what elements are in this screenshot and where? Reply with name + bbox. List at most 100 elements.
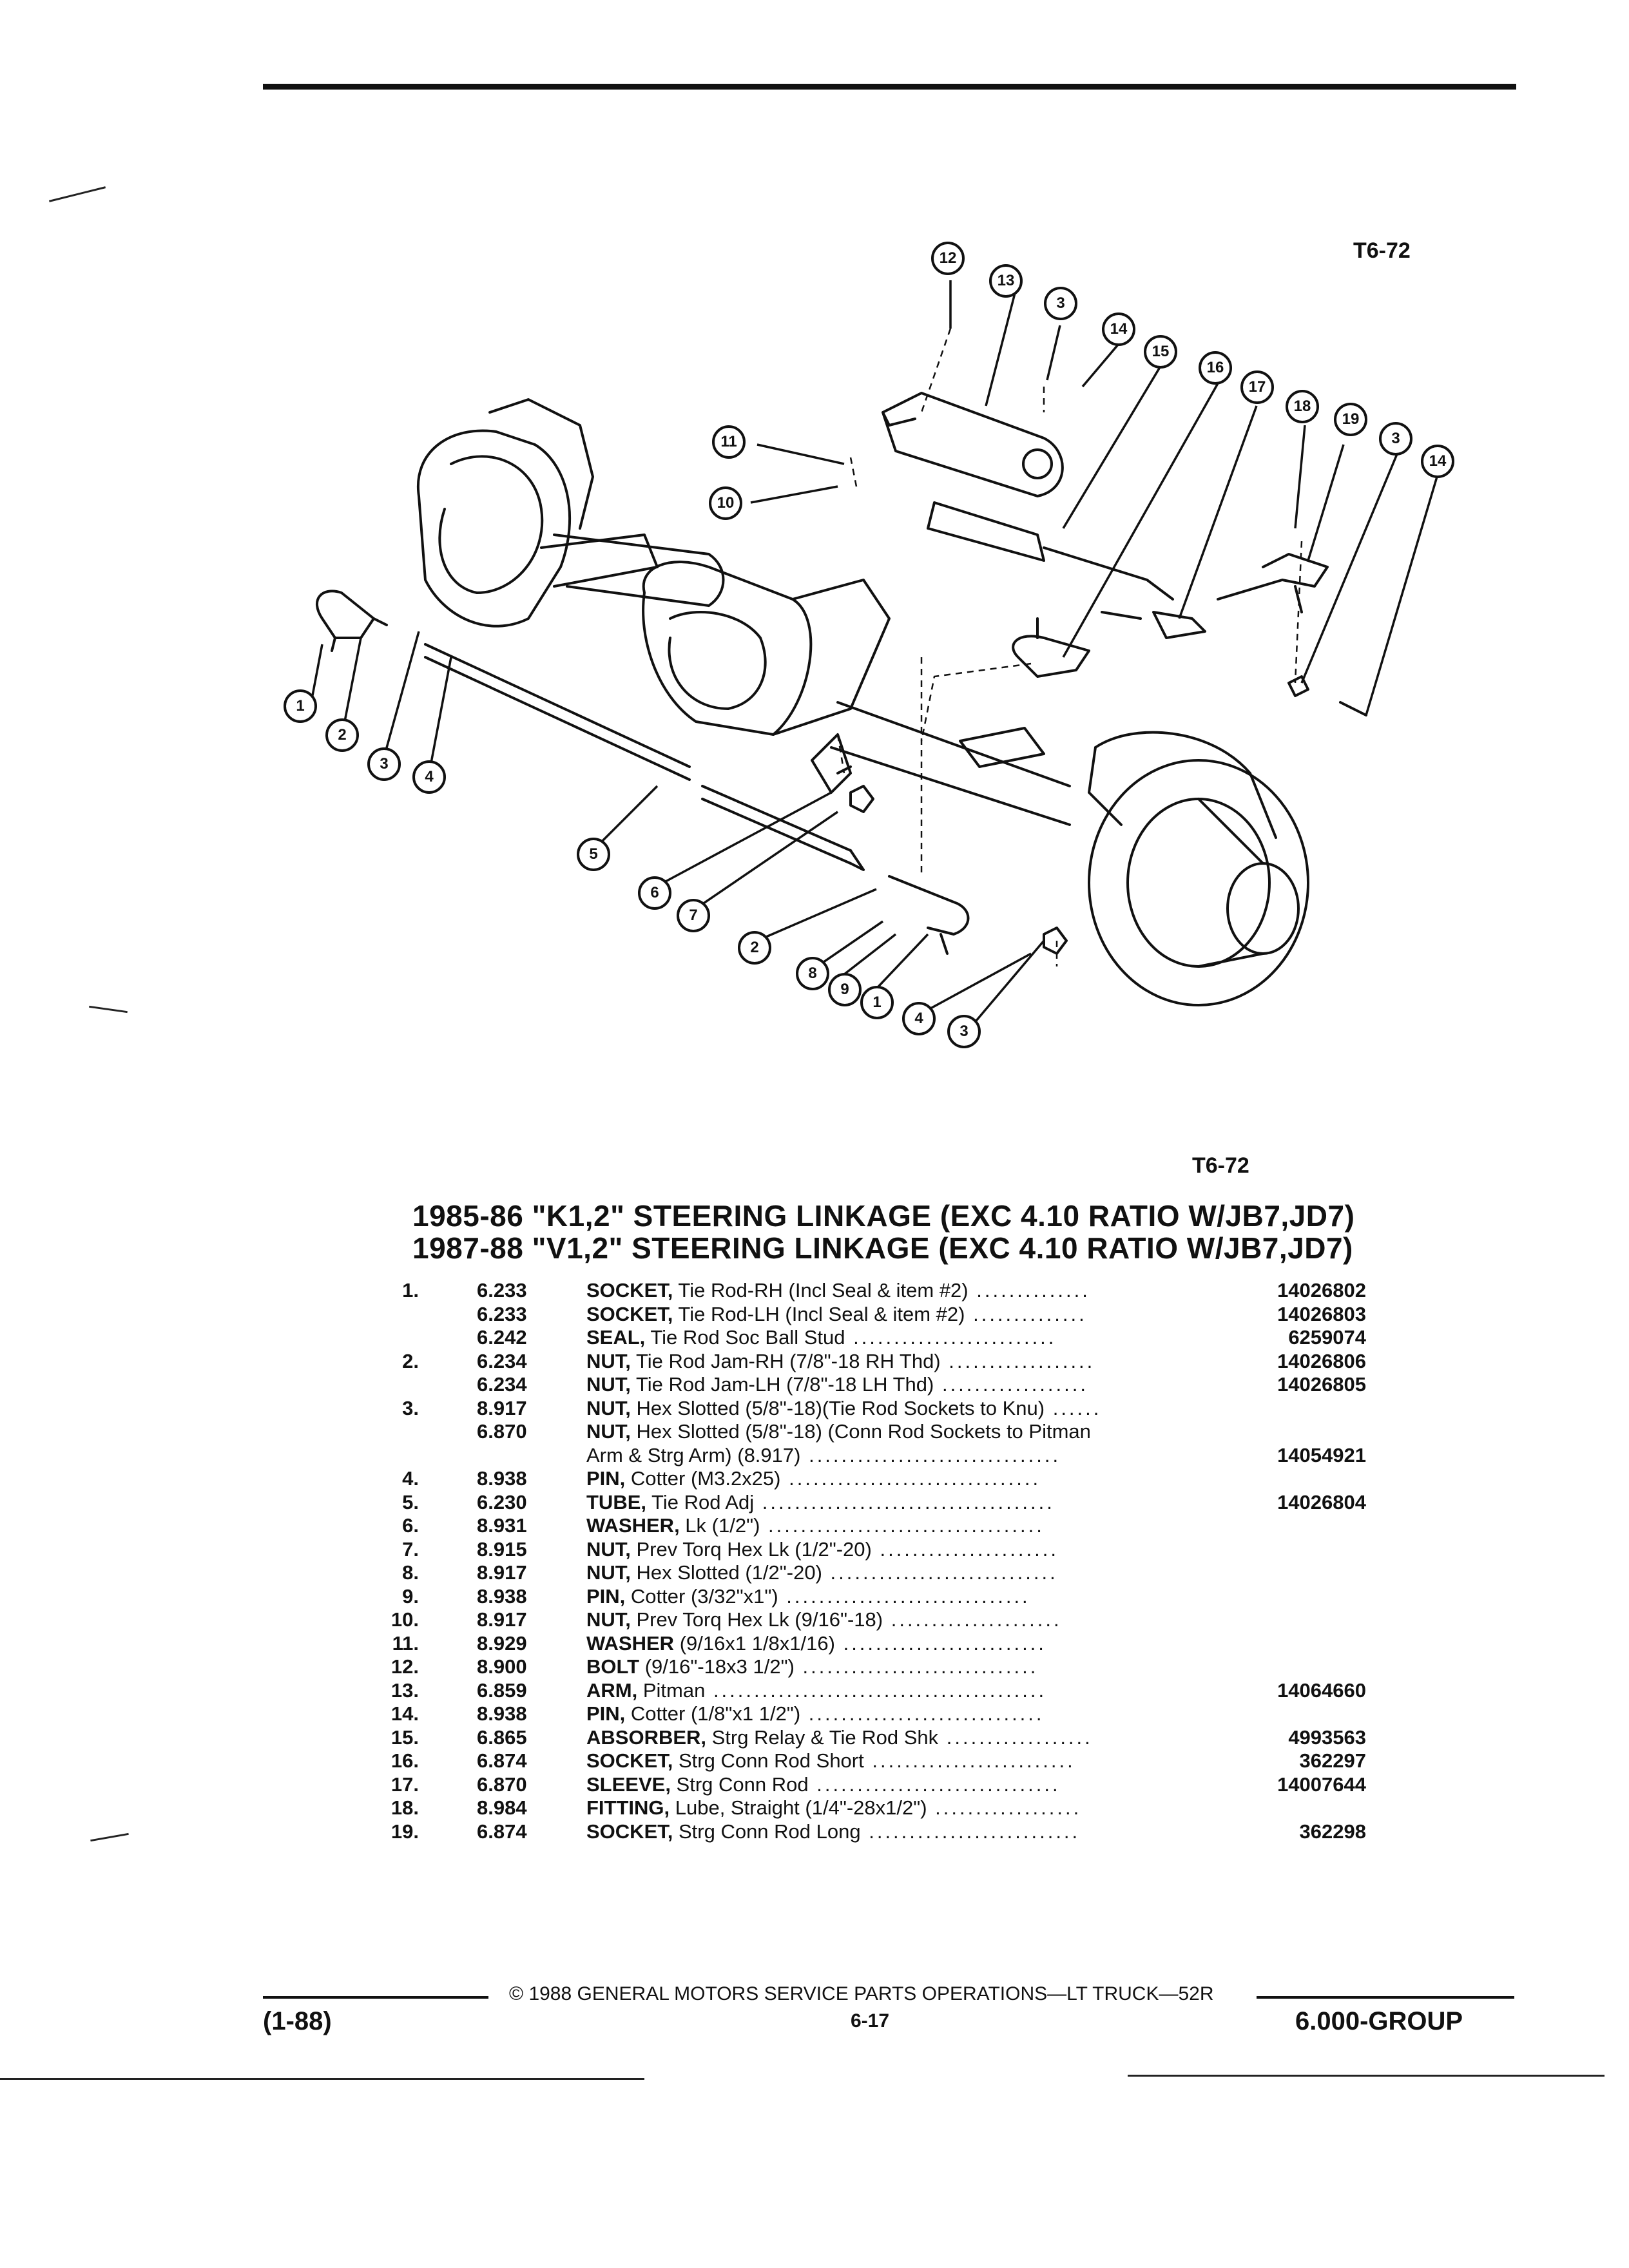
callout-layer: .co { position:absolute; width:44px; hei… <box>0 0 1629 1095</box>
part-description: PIN, Cotter (M3.2x25) ..................… <box>586 1467 1231 1490</box>
item-number: 9. <box>402 1584 419 1608</box>
part-name: NUT, <box>586 1537 631 1561</box>
callout-6: 6 <box>638 876 671 910</box>
scan-edge-line <box>1128 2075 1605 2077</box>
part-detail: (9/16"-18x3 1/2") <box>639 1655 795 1678</box>
part-detail: Strg Conn Rod Long <box>673 1820 861 1843</box>
part-detail: Cotter (3/32"x1") <box>625 1584 778 1608</box>
footer-group: 6.000-GROUP <box>1295 2007 1463 2035</box>
part-description: SOCKET, Tie Rod-LH (Incl Seal & item #2)… <box>586 1303 1231 1326</box>
part-number: 362298 <box>1299 1820 1366 1843</box>
callout-8: 8 <box>796 957 829 990</box>
conn-rod-socket-long <box>1217 553 1329 601</box>
top-rule <box>263 84 1516 90</box>
group-number: 8.984 <box>477 1796 527 1819</box>
figure-code-bottom: T6-72 <box>1192 1153 1249 1178</box>
group-number: 6.874 <box>477 1820 527 1843</box>
callout-19: 19 <box>1334 403 1367 436</box>
part-description: FITTING, Lube, Straight (1/4"-28x1/2") .… <box>586 1796 1231 1820</box>
callout-12: 12 <box>931 242 965 275</box>
leader-dots: ............................. <box>800 1702 1045 1725</box>
part-detail: Strg Conn Rod <box>670 1773 809 1796</box>
part-detail: Hex Slotted (1/2"-20) <box>630 1561 822 1584</box>
part-name: NUT, <box>586 1561 631 1584</box>
footer-date: (1-88) <box>263 2007 332 2035</box>
leader-dots: .............................. <box>778 1584 1030 1608</box>
figure-code-top: T6-72 <box>1353 238 1411 263</box>
group-number: 6.234 <box>477 1373 527 1396</box>
item-number: 1. <box>402 1279 419 1302</box>
part-detail: Prev Torq Hex Lk (1/2"-20) <box>630 1537 872 1561</box>
part-name: ARM, <box>586 1678 638 1702</box>
item-number: 17. <box>390 1773 419 1796</box>
scan-edge-line <box>0 2078 644 2080</box>
callout-5: 5 <box>577 838 610 871</box>
part-description: SOCKET, Strg Conn Rod Short ............… <box>586 1749 1231 1773</box>
item-number: 5. <box>402 1490 419 1514</box>
callout-3-right: 3 <box>1379 422 1412 456</box>
part-description: NUT, Prev Torq Hex Lk (1/2"-20) ........… <box>586 1538 1231 1561</box>
group-number: 6.859 <box>477 1678 527 1702</box>
footer-page-number: 6-17 <box>851 2010 890 2032</box>
part-description: NUT, Hex Slotted (1/2"-20) .............… <box>586 1561 1231 1584</box>
steering-absorber <box>927 501 1045 562</box>
steering-linkage-exploded-diagram <box>309 280 1438 1026</box>
part-name: SEAL, <box>586 1326 646 1349</box>
margin-mark <box>90 1832 129 1842</box>
callout-11: 11 <box>712 425 746 459</box>
group-number: 8.915 <box>477 1537 527 1561</box>
item-number: 14. <box>390 1702 419 1725</box>
callout-2-lower: 2 <box>738 931 771 965</box>
group-number: 8.931 <box>477 1514 527 1537</box>
part-name: PIN, <box>586 1702 626 1725</box>
part-description: ARM, Pitman ............................… <box>586 1679 1231 1702</box>
part-number: 362297 <box>1299 1749 1366 1772</box>
group-number: 6.242 <box>477 1326 527 1349</box>
part-description: SLEEVE, Strg Conn Rod ..................… <box>586 1773 1231 1796</box>
item-number: 15. <box>390 1725 419 1749</box>
part-description: NUT, Tie Rod Jam-LH (7/8"-18 LH Thd) ...… <box>586 1373 1231 1396</box>
part-name: FITTING, <box>586 1796 670 1819</box>
leader-dots: ......................... <box>845 1326 1057 1349</box>
part-description: PIN, Cotter (3/32"x1") .................… <box>586 1585 1231 1608</box>
part-number: 14026803 <box>1277 1302 1366 1325</box>
item-number: 12. <box>390 1655 419 1678</box>
axle-tube <box>553 533 725 607</box>
leader-dots: .............................. <box>808 1773 1061 1796</box>
group-number: 8.917 <box>477 1561 527 1584</box>
part-description: PIN, Cotter (1/8"x1 1/2") ..............… <box>586 1702 1231 1725</box>
callout-17: 17 <box>1240 370 1274 404</box>
brake-rotor <box>1088 759 1309 1006</box>
leader-dots: .................. <box>934 1373 1088 1396</box>
callout-3: 3 <box>367 747 401 781</box>
part-detail: Hex Slotted (5/8"-18) (Conn Rod Sockets … <box>630 1420 1091 1443</box>
footer-rule-right <box>1257 1996 1514 1999</box>
leader-dots: ............................... <box>800 1443 1061 1466</box>
part-name: SLEEVE, <box>586 1773 671 1796</box>
tie-rod-tube-right <box>701 785 852 865</box>
callout-1-lower: 1 <box>860 986 894 1019</box>
leader-dots: .................. <box>938 1725 1093 1749</box>
leader-dots: .................................. <box>760 1514 1045 1537</box>
leader-dots: .......................... <box>860 1820 1081 1843</box>
part-description: WASHER (9/16x1 1/8x1/16) ...............… <box>586 1632 1231 1655</box>
part-description: BOLT (9/16"-18x3 1/2") .................… <box>586 1655 1231 1678</box>
leader-dots: .............. <box>965 1302 1087 1325</box>
part-detail: Hex Slotted (5/8"-18)(Tie Rod Sockets to… <box>630 1396 1045 1419</box>
parts-row: 6.234 NUT, Tie Rod Jam-LH (7/8"-18 LH Thd… <box>361 1373 1366 1397</box>
part-name: NUT, <box>586 1396 631 1419</box>
part-detail: Lk (1/2") <box>679 1514 760 1537</box>
callout-14-right: 14 <box>1421 445 1454 478</box>
part-detail: Tie Rod Jam-RH (7/8"-18 RH Thd) <box>630 1349 941 1372</box>
part-description: NUT, Hex Slotted (5/8"-18) (Conn Rod Soc… <box>586 1420 1231 1443</box>
differential-center <box>642 561 813 736</box>
part-detail: Tie Rod Jam-LH (7/8"-18 LH Thd) <box>630 1373 934 1396</box>
